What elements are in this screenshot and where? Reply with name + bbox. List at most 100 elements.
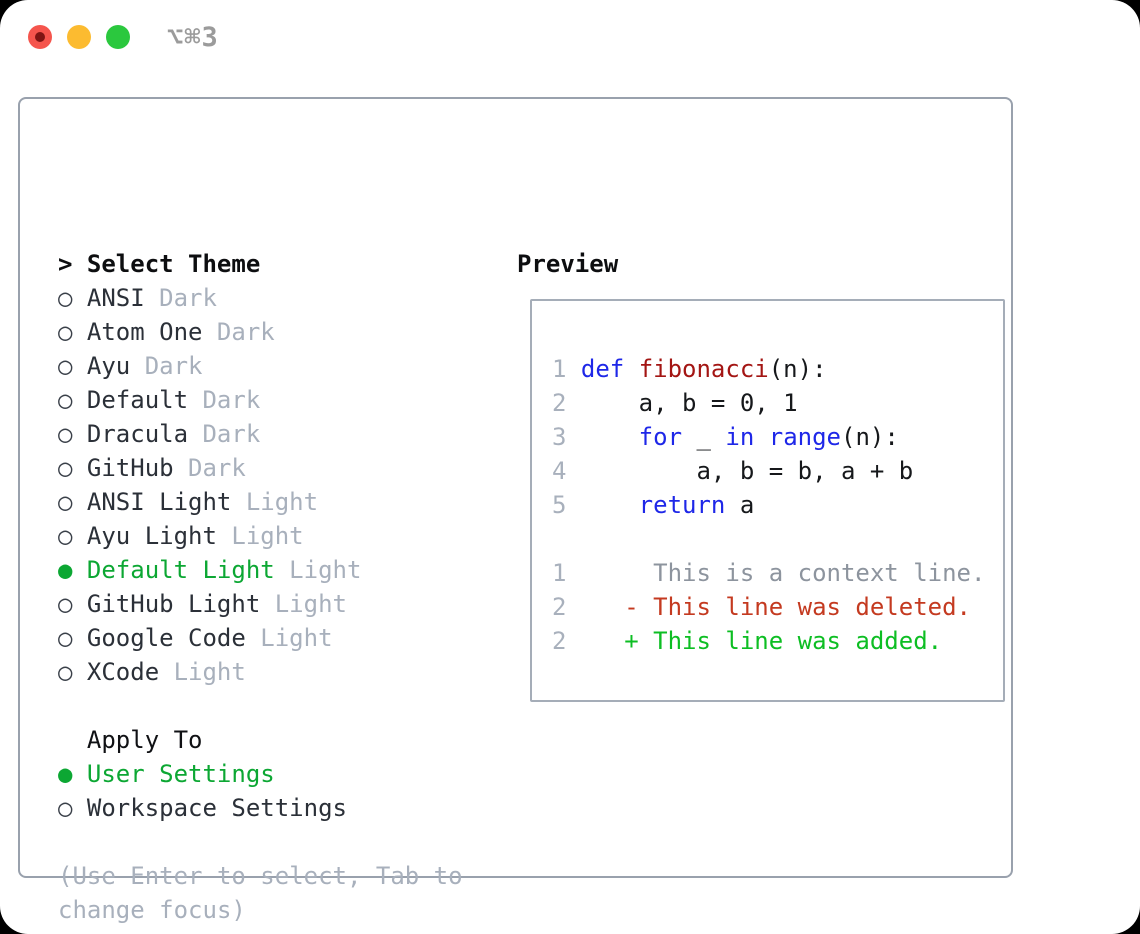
apply-option-label: Workspace Settings: [86, 794, 347, 822]
line-number: 2: [552, 627, 567, 655]
radio-unselected-icon: ○: [58, 284, 73, 312]
code-text: a: [725, 491, 755, 519]
theme-variant-tag: Light: [289, 556, 362, 584]
radio-unselected-icon: ○: [58, 794, 73, 822]
select-theme-header: > Select Theme: [58, 247, 477, 281]
code-line: 3 for _ in range(n):: [552, 420, 985, 454]
theme-name: ANSI Light: [86, 488, 232, 516]
window-title-shortcut: ⌥⌘3: [167, 22, 219, 53]
theme-option-ayu-dark[interactable]: ○ Ayu Dark: [58, 349, 477, 383]
theme-option-ansi-dark[interactable]: ○ ANSI Dark: [58, 281, 477, 315]
code-keyword: return: [638, 491, 726, 519]
spacer: [58, 825, 477, 859]
theme-name: GitHub Light: [86, 590, 261, 618]
code-line: 2 a, b = 0, 1: [552, 386, 985, 420]
theme-option-atom-one-dark[interactable]: ○ Atom One Dark: [58, 315, 477, 349]
radio-unselected-icon: ○: [58, 590, 73, 618]
theme-variant-tag: Dark: [144, 352, 203, 380]
radio-unselected-icon: ○: [58, 318, 73, 346]
diff-deleted-line: 2 - This line was deleted.: [552, 590, 985, 624]
minimize-button-icon[interactable]: [67, 25, 91, 49]
radio-unselected-icon: ○: [58, 522, 73, 550]
select-theme-title: Select Theme: [86, 250, 261, 278]
code-text: a, b = 0, 1: [580, 389, 798, 417]
code-text: (n):: [841, 423, 899, 451]
theme-variant-tag: Light: [231, 522, 304, 550]
theme-option-ansi-light[interactable]: ○ ANSI Light Light: [58, 485, 477, 519]
code-text: a, b = b, a + b: [580, 457, 914, 485]
theme-variant-tag: Dark: [216, 318, 275, 346]
theme-name: Atom One: [86, 318, 203, 346]
apply-option-label: User Settings: [86, 760, 275, 788]
theme-name: Ayu Light: [86, 522, 217, 550]
apply-option-workspace-settings[interactable]: ○ Workspace Settings: [58, 791, 477, 825]
theme-variant-tag: Light: [260, 624, 333, 652]
theme-option-google-code-light[interactable]: ○ Google Code Light: [58, 621, 477, 655]
theme-variant-tag: Dark: [159, 284, 217, 312]
theme-variant-tag: Dark: [202, 420, 261, 448]
code-text: [624, 355, 638, 383]
line-number: 4: [552, 457, 567, 485]
code-keyword: def: [580, 355, 625, 383]
code-keyword: for: [638, 423, 683, 451]
radio-selected-icon: ●: [58, 760, 73, 788]
theme-variant-tag: Light: [245, 488, 319, 516]
line-number: 5: [552, 491, 567, 519]
keyboard-hint-text: (Use Enter to select, Tab to change focu…: [58, 862, 463, 924]
code-line: 5 return a: [552, 488, 985, 522]
title-bar: ⌥⌘3: [0, 0, 1140, 75]
theme-option-dracula-dark[interactable]: ○ Dracula Dark: [58, 417, 477, 451]
zoom-button-icon[interactable]: [106, 25, 130, 49]
code-text: [581, 423, 639, 451]
theme-name: Google Code: [86, 624, 246, 652]
cursor-arrow-icon: >: [58, 250, 73, 278]
radio-unselected-icon: ○: [58, 658, 73, 686]
theme-variant-tag: Light: [274, 590, 347, 618]
theme-option-github-light[interactable]: ○ GitHub Light Light: [58, 587, 477, 621]
radio-unselected-icon: ○: [58, 488, 73, 516]
line-number: 2: [552, 389, 567, 417]
code-text: (n):: [768, 355, 827, 383]
theme-variant-tag: Light: [173, 658, 246, 686]
radio-unselected-icon: ○: [58, 420, 73, 448]
theme-option-ayu-light[interactable]: ○ Ayu Light Light: [58, 519, 477, 553]
code-keyword: in: [725, 423, 755, 451]
radio-selected-icon: ●: [58, 556, 73, 584]
theme-name: ANSI: [86, 284, 145, 312]
radio-unselected-icon: ○: [58, 352, 73, 380]
diff-context-text: This is a context line.: [580, 559, 986, 587]
diff-added-text: + This line was added.: [580, 627, 943, 655]
theme-variant-tag: Dark: [202, 386, 261, 414]
radio-unselected-icon: ○: [58, 624, 73, 652]
diff-added-line: 2 + This line was added.: [552, 624, 985, 658]
theme-name: GitHub: [86, 454, 174, 482]
apply-to-header: Apply To: [86, 726, 203, 754]
code-function-name: fibonacci: [638, 355, 769, 383]
line-number: 2: [552, 593, 567, 621]
apply-option-user-settings[interactable]: ● User Settings: [58, 757, 477, 791]
code-text: [754, 423, 768, 451]
close-button-icon[interactable]: [28, 25, 52, 49]
code-line: 1 def fibonacci(n):: [552, 352, 985, 386]
code-text: _: [682, 423, 726, 451]
line-number: 1: [552, 355, 567, 383]
theme-name: Ayu: [86, 352, 131, 380]
theme-option-default-dark[interactable]: ○ Default Dark: [58, 383, 477, 417]
blank-line: [552, 522, 985, 556]
line-number: 1: [552, 559, 567, 587]
radio-unselected-icon: ○: [58, 386, 73, 414]
diff-context-line: 1 This is a context line.: [552, 556, 985, 590]
line-number: 3: [552, 423, 567, 451]
theme-name: Dracula: [86, 420, 189, 448]
theme-name: Default: [86, 386, 189, 414]
radio-unselected-icon: ○: [58, 454, 73, 482]
code-builtin: range: [768, 423, 841, 451]
